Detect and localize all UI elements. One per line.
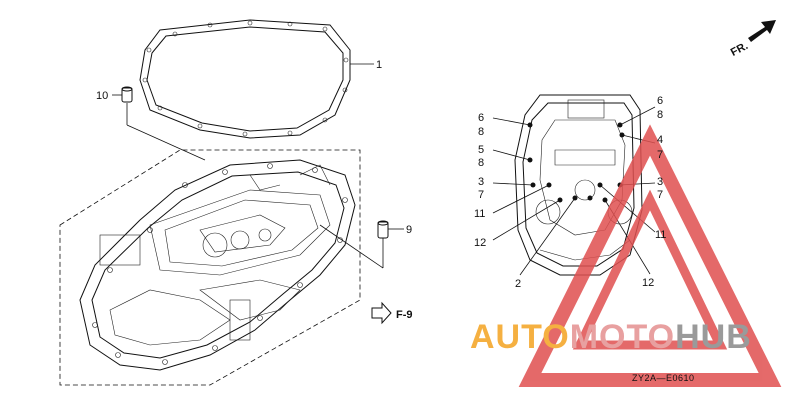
callout-right[interactable]: 7	[657, 189, 663, 201]
callout-10[interactable]: 10	[96, 90, 108, 102]
callout-1[interactable]: 1	[376, 59, 382, 71]
callout-right[interactable]: 3	[657, 176, 663, 188]
callout-right[interactable]: 12	[642, 277, 654, 289]
watermark-hub: HUB	[675, 318, 752, 356]
callout-left[interactable]: 8	[478, 126, 484, 138]
callout-right[interactable]: 7	[657, 149, 663, 161]
callout-right[interactable]: 4	[657, 134, 663, 146]
ref-f9[interactable]: F-9	[396, 309, 413, 321]
diagram-code: ZY2A—E0610	[632, 373, 695, 383]
watermark-logo	[518, 124, 782, 387]
callout-left[interactable]: 2	[515, 278, 521, 290]
watermark-text: AUTOMOTOHUB	[470, 318, 752, 356]
callout-left[interactable]: 12	[474, 237, 486, 249]
callout-left[interactable]: 6	[478, 112, 484, 124]
gasket-part[interactable]	[139, 19, 351, 139]
front-direction-arrow	[748, 20, 776, 42]
callout-left[interactable]: 3	[478, 176, 484, 188]
callout-right[interactable]: 11	[655, 229, 666, 241]
callout-left[interactable]: 8	[478, 157, 484, 169]
watermark-moto: MOTO	[570, 318, 675, 356]
callout-right[interactable]: 8	[657, 109, 663, 121]
callout-left[interactable]: 7	[478, 189, 484, 201]
watermark-auto: AUTO	[470, 318, 570, 356]
callout-left[interactable]: 11	[474, 208, 485, 220]
callout-9[interactable]: 9	[406, 224, 412, 236]
callout-left[interactable]: 5	[478, 144, 484, 156]
oil-pan-assembly[interactable]	[79, 159, 356, 371]
callout-right[interactable]: 6	[657, 95, 663, 107]
fr-label: FR.	[729, 40, 750, 59]
reference-arrow[interactable]	[371, 301, 392, 325]
